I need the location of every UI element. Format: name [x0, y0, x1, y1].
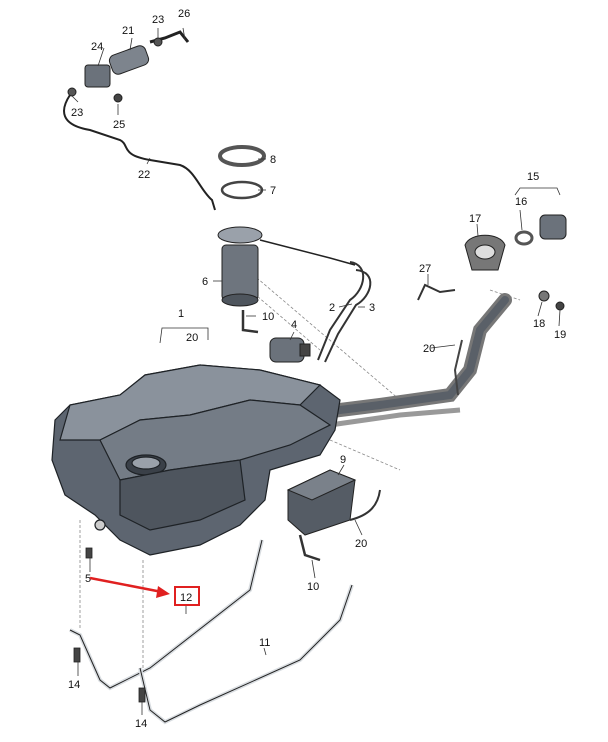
- callout-17: 17: [469, 213, 481, 225]
- filler-neck-assembly: [293, 283, 565, 428]
- strap-12-outline: [69, 539, 263, 689]
- vent-hose-20: [453, 339, 463, 396]
- clip-23-left: [67, 87, 77, 97]
- callout-labels: 26 23 21 24 23 25 22 8 7 6 10 4 2 3 1 20…: [68, 8, 566, 730]
- callout-12: 12: [180, 592, 192, 604]
- drain-fitting: [94, 519, 106, 531]
- callout-20-filler: 20: [423, 343, 435, 355]
- locking-ring-8: [218, 145, 266, 167]
- fuel-tank-body: [51, 364, 341, 556]
- sensor-wire-27: [417, 283, 456, 301]
- charcoal-canister-9: [286, 469, 381, 562]
- callout-22: 22: [138, 169, 150, 181]
- hose-10-upper: [241, 310, 259, 334]
- leader-lines: [71, 27, 561, 715]
- callout-16: 16: [515, 196, 527, 208]
- callout-26: 26: [178, 8, 190, 20]
- bolt-19: [555, 301, 565, 311]
- callout-7: 7: [270, 185, 276, 197]
- callout-23-left: 23: [71, 107, 83, 119]
- fuel-lines-2-3: [317, 261, 372, 363]
- fuel-pump-6: [221, 244, 259, 301]
- pump-flange: [217, 226, 263, 244]
- fuel-line-22: [63, 94, 216, 211]
- strap-12: [69, 539, 264, 691]
- fuel-filter-assembly: [63, 30, 216, 211]
- bolt-14-left: [73, 647, 81, 663]
- callout-6: 6: [202, 276, 208, 288]
- highlight-callout-12: 12: [89, 576, 200, 614]
- filter-clamp-24: [84, 64, 111, 88]
- callout-21: 21: [122, 25, 134, 37]
- hose-10-lower: [298, 534, 321, 562]
- fuel-filter-21: [108, 45, 150, 75]
- fuel-pump-assembly: [217, 145, 356, 307]
- callout-9: 9: [340, 454, 346, 466]
- bolt-14-right: [138, 687, 146, 703]
- bolt-25: [113, 93, 123, 103]
- filler-cap-parts: [464, 214, 567, 271]
- callout-15: 15: [527, 171, 539, 183]
- callout-18: 18: [533, 318, 545, 330]
- callout-4: 4: [291, 319, 297, 331]
- red-arrowhead-icon: [156, 586, 170, 598]
- callout-20-canister: 20: [355, 538, 367, 550]
- callout-14-right: 14: [135, 718, 147, 730]
- callout-27: 27: [419, 263, 431, 275]
- bolts: [73, 547, 146, 703]
- seal-18: [538, 290, 550, 302]
- callout-24: 24: [91, 41, 103, 53]
- bolt-5: [85, 547, 93, 559]
- cap-15: [539, 214, 567, 240]
- pressure-regulator-4: [269, 337, 311, 363]
- callout-10-lower: 10: [307, 581, 319, 593]
- red-arrow-line: [89, 576, 163, 594]
- callout-10-upper: 10: [262, 311, 274, 323]
- callout-11: 11: [259, 637, 270, 649]
- highlight-box: [174, 586, 200, 606]
- callout-1: 1: [178, 308, 184, 320]
- callout-8: 8: [270, 154, 276, 166]
- callout-14-left: 14: [68, 679, 80, 691]
- callout-19: 19: [554, 329, 566, 341]
- callout-3: 3: [369, 302, 375, 314]
- callout-2: 2: [329, 302, 335, 314]
- o-ring-16: [514, 230, 534, 246]
- callout-23-top: 23: [152, 14, 164, 26]
- tank-straps: [69, 539, 354, 725]
- callout-5: 5: [85, 573, 91, 585]
- strap-11-outline: [139, 584, 353, 723]
- clip-23-top: [153, 37, 163, 47]
- callout-25: 25: [113, 119, 125, 131]
- callout-20-tank: 20: [186, 332, 198, 344]
- seal-ring-7: [220, 180, 264, 200]
